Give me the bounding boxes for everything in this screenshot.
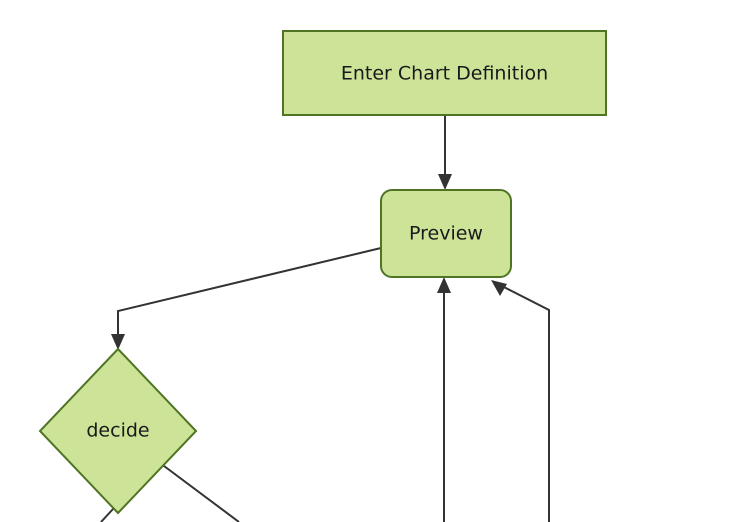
edge-line <box>117 247 382 341</box>
node-layer: Enter Chart Definition Preview decide <box>38 30 607 515</box>
node-rounded-rectangle <box>380 189 512 278</box>
arrowhead-icon <box>438 174 452 190</box>
edge-bottom-center-to-preview[interactable] <box>437 277 451 522</box>
edge-decide-left-branch[interactable] <box>100 508 114 522</box>
arrowhead-icon <box>111 334 125 350</box>
node-preview[interactable]: Preview <box>380 189 512 278</box>
node-decide[interactable]: decide <box>38 347 198 515</box>
edge-line <box>159 462 240 522</box>
edge-enter-to-preview[interactable] <box>438 115 452 190</box>
node-label: Enter Chart Definition <box>341 63 548 85</box>
node-rectangle <box>282 30 607 116</box>
edge-preview-to-decide[interactable] <box>111 247 382 350</box>
edge-layer <box>100 115 550 522</box>
arrowhead-icon <box>437 277 451 293</box>
arrowhead-icon <box>491 280 507 296</box>
node-label: Preview <box>409 223 483 245</box>
edge-bottom-right-to-preview[interactable] <box>491 280 550 522</box>
node-enter-chart-definition[interactable]: Enter Chart Definition <box>282 30 607 116</box>
edge-line <box>100 508 114 522</box>
edge-line <box>499 284 550 522</box>
node-label: decide <box>86 420 149 442</box>
node-diamond <box>38 347 198 515</box>
edge-decide-right-branch[interactable] <box>159 462 240 522</box>
